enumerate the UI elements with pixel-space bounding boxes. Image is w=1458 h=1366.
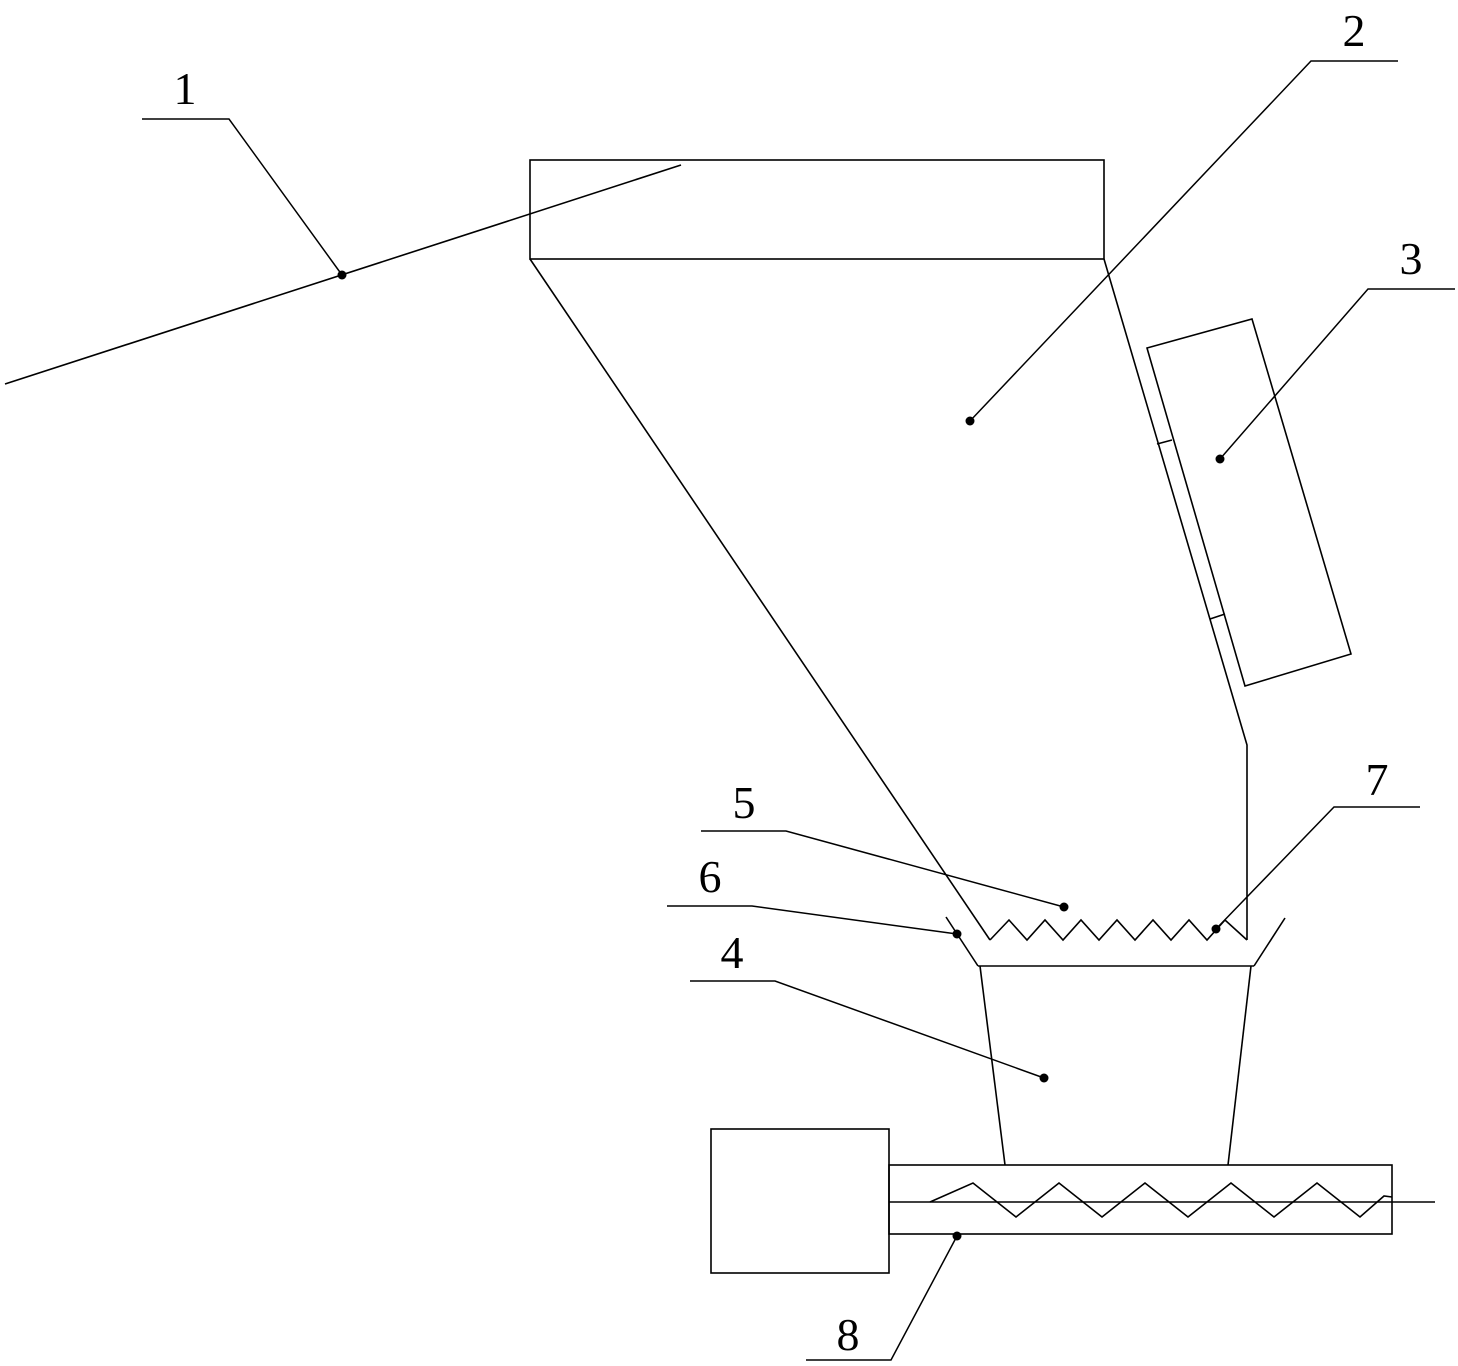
leader-dot-5: [1059, 902, 1069, 912]
leader-dot-8: [952, 1231, 962, 1241]
leader-line-7: [1215, 806, 1420, 930]
leader-dot-2: [965, 416, 975, 426]
hopper-top-box: [529, 159, 1105, 260]
side-mounted-box: [1146, 318, 1352, 687]
label-3: 3: [1400, 233, 1423, 284]
leader-line-5: [701, 830, 1065, 908]
lower-hopper-right-wall: [1227, 965, 1252, 1166]
leader-dot-3: [1215, 454, 1225, 464]
leader-line-2: [969, 60, 1398, 422]
label-8: 8: [837, 1309, 860, 1360]
screw-flight-zigzag: [929, 1181, 1393, 1219]
lower-hopper-left-wall: [979, 965, 1006, 1166]
hopper-body-right-wall: [1103, 258, 1248, 940]
leader-dot-4: [1039, 1073, 1049, 1083]
leader-line-1: [142, 118, 343, 276]
leader-line-3: [1219, 288, 1455, 460]
label-1: 1: [174, 63, 197, 114]
screw-motor-box: [710, 1128, 890, 1274]
side-box-connector-bottom: [1209, 613, 1226, 620]
leader-line-8: [806, 1235, 958, 1361]
side-box-connector-top: [1156, 439, 1173, 445]
label-7: 7: [1366, 754, 1389, 805]
leader-dot-7: [1211, 924, 1221, 934]
leader-line-6: [667, 905, 958, 935]
zigzag-screen: [989, 918, 1248, 942]
lower-hopper-right-flare: [1253, 917, 1286, 967]
leader-dot-1: [337, 270, 347, 280]
lower-hopper-left-flare: [945, 916, 979, 967]
screw-conveyor-tube: [888, 1164, 1393, 1235]
label-4: 4: [721, 927, 744, 978]
hopper-body-left-wall: [529, 258, 991, 941]
label-5: 5: [733, 777, 756, 828]
leader-line-4: [690, 980, 1045, 1079]
label-6: 6: [699, 851, 722, 902]
leader-dot-6: [952, 929, 962, 939]
label-2: 2: [1343, 5, 1366, 56]
